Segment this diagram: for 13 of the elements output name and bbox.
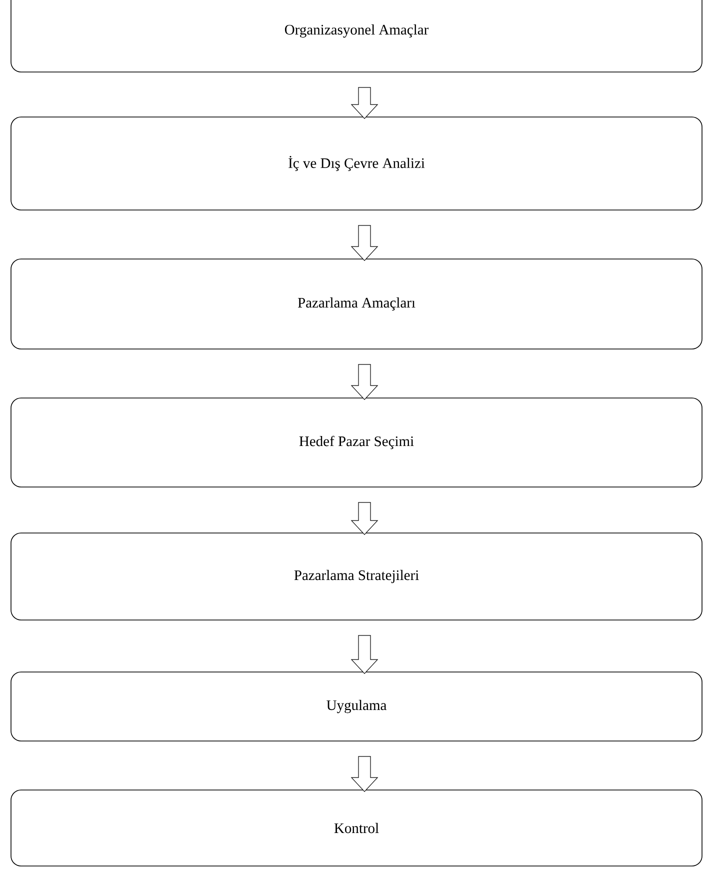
process-box: Kontrol <box>10 790 702 866</box>
block-arrow <box>350 364 378 400</box>
process-box: Uygulama <box>10 672 702 742</box>
process-box: Hedef Pazar Seçimi <box>10 398 702 488</box>
block-arrow <box>350 502 378 536</box>
block-arrow <box>350 225 378 262</box>
process-box: İç ve Dış Çevre Analizi <box>10 116 702 210</box>
process-box: Pazarlama Stratejileri <box>10 532 702 620</box>
block-arrow <box>350 635 378 674</box>
process-box: Organizasyonel Amaçlar <box>10 0 702 72</box>
block-arrow <box>350 87 378 120</box>
block-arrow <box>350 756 378 792</box>
process-box: Pazarlama Amaçları <box>10 258 702 350</box>
